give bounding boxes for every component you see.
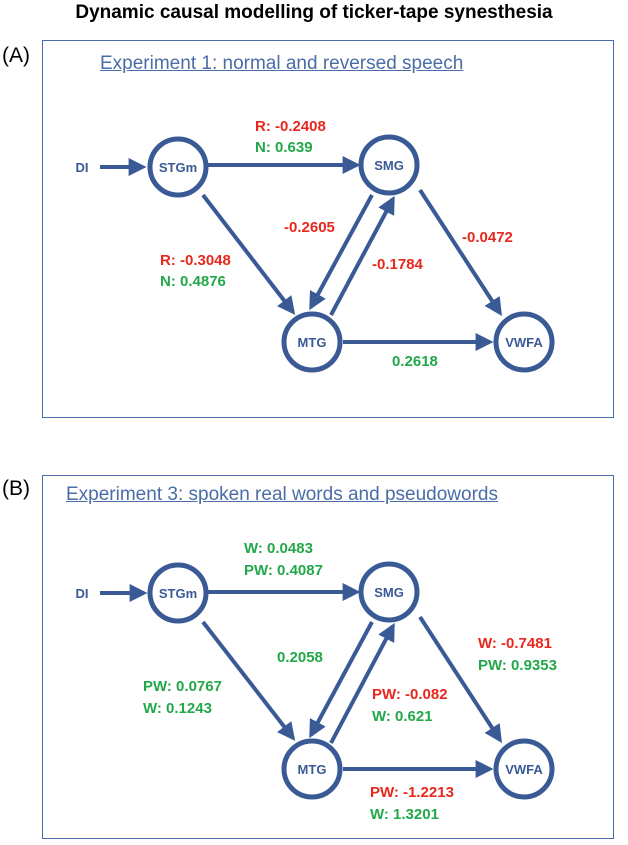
edge-mtg-smg-b [329,622,395,744]
edge-smg-vwfa-b [418,615,502,744]
node-mtg-a-label: MTG [298,335,327,350]
weight-stgm-mtg-b-w: W: 0.1243 [143,700,212,717]
node-smg-b: SMG [358,561,420,623]
weight-smg-vwfa-b-w: W: -0.7481 [478,635,552,652]
node-mtg-b: MTG [281,738,343,800]
weight-mtg-vwfa-b-w: W: 1.3201 [370,806,439,823]
edge-smg-mtg-a [309,194,374,311]
weight-mtg-vwfa-b-pw: PW: -1.2213 [370,784,454,801]
node-vwfa-b-label: VWFA [505,762,543,777]
weight-stgm-smg-a-r: R: -0.2408 [255,118,326,135]
panel-b-heading: Experiment 3: spoken real words and pseu… [66,484,498,505]
panel-a-network: DI STGm SMG MTG VWFA R: -0.2408 N: 0.639… [76,118,555,373]
edge-stgm-mtg-a [201,193,296,315]
weight-stgm-smg-a-n: N: 0.639 [255,139,313,156]
edge-stgm-mtg-b [201,620,296,741]
edge-smg-mtg-b [309,621,374,739]
panel-b-network: DI STGm SMG MTG VWFA W: 0.0483 PW: 0.408… [76,540,557,823]
node-di-a: DI [76,160,89,175]
panel-b-letter: (B) [2,477,30,500]
node-smg-a-label: SMG [374,158,404,173]
panel-a-letter: (A) [2,44,30,67]
weight-smg-vwfa-a: -0.0472 [462,229,513,246]
weight-stgm-mtg-b-pw: PW: 0.0767 [143,678,222,695]
panel-b-box [42,475,614,839]
node-stgm-a: STGm [147,136,209,198]
edge-smg-vwfa-a [418,188,502,317]
node-mtg-a: MTG [281,311,343,373]
weight-stgm-mtg-a-r: R: -0.3048 [160,252,231,269]
panel-a-heading: Experiment 1: normal and reversed speech [100,53,464,74]
node-vwfa-a: VWFA [493,311,555,373]
node-vwfa-a-label: VWFA [505,335,543,350]
weight-mtg-smg-b-w: W: 0.621 [372,708,433,725]
weight-stgm-mtg-a-n: N: 0.4876 [160,273,226,290]
node-vwfa-b: VWFA [493,738,555,800]
weight-mtg-vwfa-a: 0.2618 [392,353,438,370]
node-stgm-b: STGm [147,562,209,624]
node-stgm-a-label: STGm [159,160,197,175]
panel-a-box [42,40,614,418]
weight-stgm-smg-b-pw: PW: 0.4087 [244,562,323,579]
weight-smg-vwfa-b-pw: PW: 0.9353 [478,657,557,674]
weight-stgm-smg-b-w: W: 0.0483 [244,540,313,557]
weight-mtg-smg-b-pw: PW: -0.082 [372,686,448,703]
edge-mtg-smg-a [329,195,395,316]
node-di-b: DI [76,586,89,601]
weight-smg-mtg-b: 0.2058 [277,649,323,666]
node-mtg-b-label: MTG [298,762,327,777]
node-smg-a: SMG [358,134,420,196]
weight-smg-mtg-a: -0.2605 [284,219,335,236]
node-stgm-b-label: STGm [159,586,197,601]
node-smg-b-label: SMG [374,585,404,600]
weight-mtg-smg-a: -0.1784 [372,256,424,273]
figure-title: Dynamic causal modelling of ticker-tape … [75,2,553,23]
